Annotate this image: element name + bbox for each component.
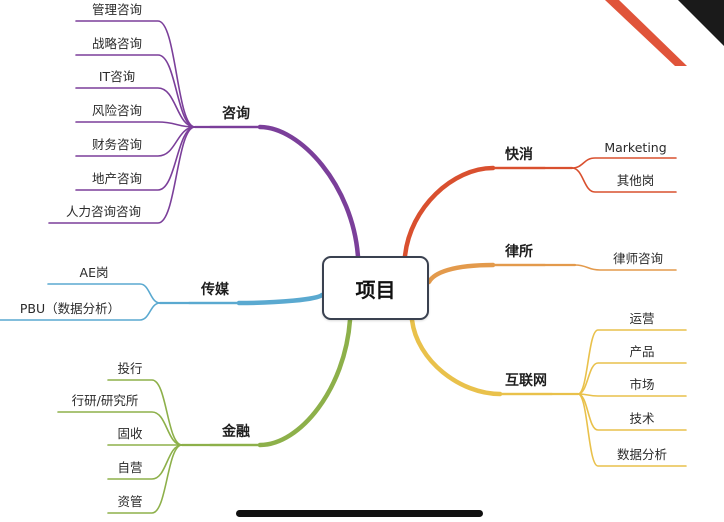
leaf-label-finance-4: 资管 <box>117 494 143 509</box>
center-node-label: 项目 <box>355 277 396 302</box>
leaf-label-consulting-3: 风险咨询 <box>91 103 143 118</box>
leaf-connector-internet-2 <box>577 393 687 397</box>
leaf-connector-consulting-2 <box>75 87 196 128</box>
corner-decoration <box>678 0 724 46</box>
leaf-label-consulting-0: 管理咨询 <box>91 2 143 17</box>
leaf-connector-media-0 <box>47 283 161 304</box>
branch-label-media: 传媒 <box>201 282 229 298</box>
leaf-connector-internet-4 <box>577 393 687 467</box>
leaf-label-finance-2: 固收 <box>117 426 143 441</box>
branch-trunk-fmcg <box>402 165 496 259</box>
leaf-label-internet-2: 市场 <box>629 377 655 392</box>
branch-label-finance: 金融 <box>222 424 250 440</box>
leaf-label-internet-1: 产品 <box>629 344 655 359</box>
branch-trunk-consulting <box>257 124 361 260</box>
leaf-connector-consulting-6 <box>48 126 196 224</box>
leaf-label-media-0: AE岗 <box>79 265 109 280</box>
leaf-label-fmcg-1: 其他岗 <box>616 173 655 188</box>
corner-stripe-shape <box>605 0 687 66</box>
leaf-connector-internet-1 <box>577 362 687 395</box>
leaf-label-internet-4: 数据分析 <box>616 447 668 462</box>
leaf-connector-consulting-4 <box>75 126 196 157</box>
leaf-connector-fmcg-1 <box>571 167 677 193</box>
center-node: 项目 <box>322 256 429 320</box>
leaf-label-finance-3: 自营 <box>117 460 143 475</box>
home-indicator <box>236 510 483 517</box>
leaf-connector-lawfirm-0 <box>574 264 677 271</box>
leaf-label-media-1: PBU（数据分析） <box>19 301 121 316</box>
corner-dark-shape <box>678 0 724 46</box>
leaf-connector-consulting-3 <box>75 121 196 128</box>
leaf-label-consulting-2: IT咨询 <box>98 69 136 84</box>
leaf-connector-finance-0 <box>107 379 183 446</box>
branch-trunk-lawfirm <box>426 262 496 285</box>
corner-stripe <box>605 0 687 66</box>
leaf-label-fmcg-0: Marketing <box>604 140 667 155</box>
branch-label-fmcg: 快消 <box>505 147 533 163</box>
leaf-label-consulting-5: 地产咨询 <box>91 171 143 186</box>
leaf-connector-consulting-1 <box>75 54 196 128</box>
leaf-label-lawfirm-0: 律师咨询 <box>612 251 664 266</box>
branch-trunk-finance <box>257 317 353 448</box>
leaf-label-internet-3: 技术 <box>629 411 655 426</box>
leaf-label-finance-0: 投行 <box>117 361 143 376</box>
leaf-label-consulting-4: 财务咨询 <box>91 137 143 152</box>
branch-trunk-media <box>236 292 325 306</box>
leaf-connector-consulting-0 <box>75 20 196 128</box>
leaf-label-consulting-6: 人力咨询咨询 <box>65 204 142 219</box>
leaf-connector-finance-1 <box>57 411 183 446</box>
leaf-connector-fmcg-0 <box>571 157 677 169</box>
leaf-label-internet-0: 运营 <box>629 311 655 326</box>
leaf-connector-internet-0 <box>577 329 687 395</box>
branch-label-internet: 互联网 <box>505 373 547 389</box>
branch-label-consulting: 咨询 <box>222 106 250 122</box>
leaf-label-consulting-1: 战略咨询 <box>91 36 143 51</box>
branch-label-lawfirm: 律所 <box>505 244 533 260</box>
branch-trunk-internet <box>409 317 503 397</box>
leaf-label-finance-1: 行研/研究所 <box>71 393 139 408</box>
leaf-connector-media-1 <box>0 302 161 321</box>
leaf-connector-finance-4 <box>107 444 183 514</box>
